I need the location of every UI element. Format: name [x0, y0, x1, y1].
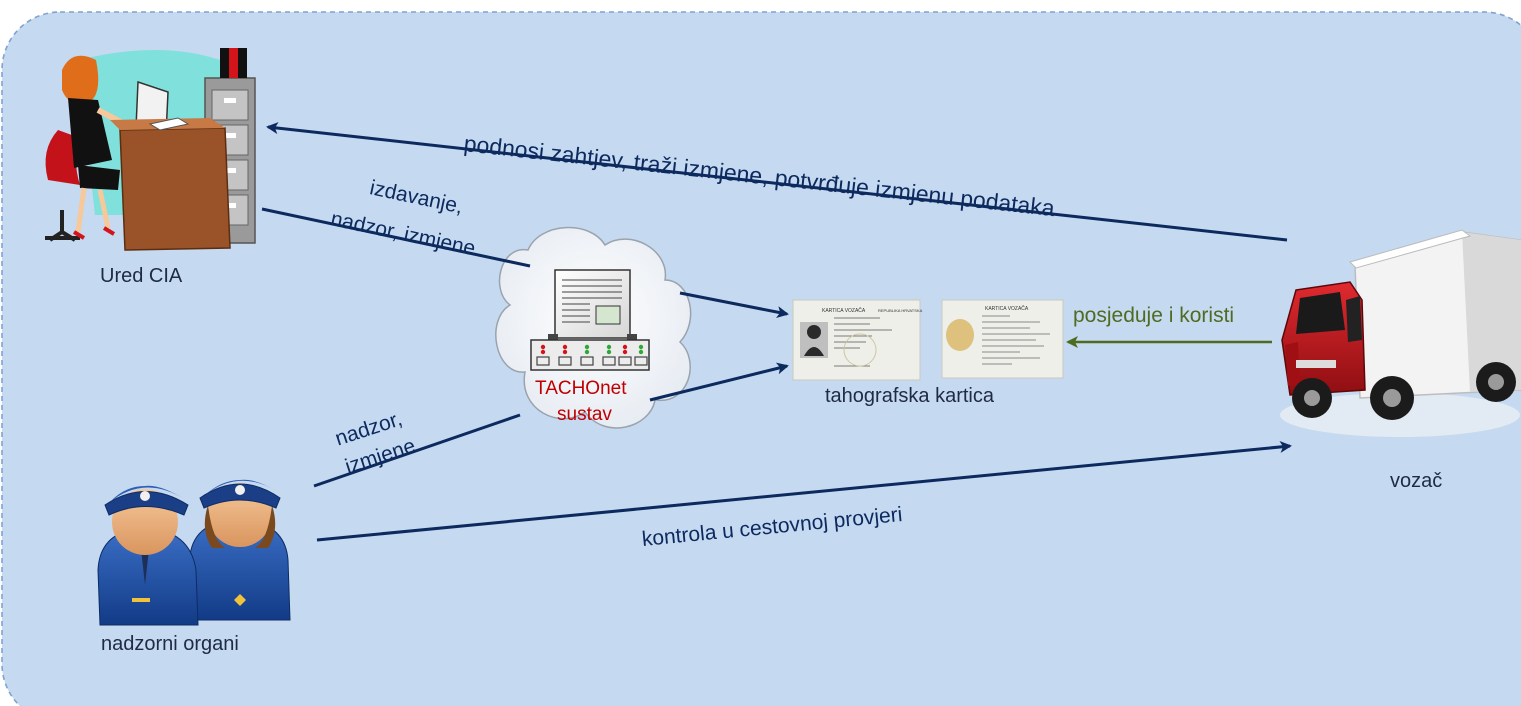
tachograph-card-front: KARTICA VOZAČA REPUBLIKA HRVATSKA [792, 299, 923, 381]
arrow-office-to-tachonet [261, 207, 531, 268]
driver-label: vozač [1390, 470, 1443, 492]
office-illustration [45, 48, 256, 251]
police-label: nadzorni organi [101, 633, 239, 655]
tachonet-label-line2: sustav [557, 404, 612, 425]
office-label: Ured CIA [100, 265, 183, 287]
arrow-driver-to-office [266, 122, 1288, 242]
arrow-tachonet-to-card-top [679, 291, 789, 318]
arrow-tachonet-to-card-bottom [649, 362, 789, 402]
card-front-title: KARTICA VOZAČA [822, 307, 866, 314]
card-label: tahografska kartica [825, 385, 994, 407]
arrows [261, 122, 1292, 542]
edge-label-driver-to-card: posjeduje i koristi [1073, 304, 1235, 327]
tachograph-card-back: KARTICA VOZAČA [941, 299, 1064, 379]
police-illustration [97, 479, 291, 626]
tachonet-label-line1: TACHOnet [535, 378, 627, 399]
card-back-title: KARTICA VOZAČA [985, 305, 1029, 312]
card-front-country: REPUBLIKA HRVATSKA [878, 308, 923, 313]
truck-illustration [1280, 229, 1521, 437]
arrow-police-to-driver [316, 440, 1292, 542]
tachonet-cloud [495, 226, 692, 429]
arrow-police-to-tachonet [313, 413, 521, 488]
